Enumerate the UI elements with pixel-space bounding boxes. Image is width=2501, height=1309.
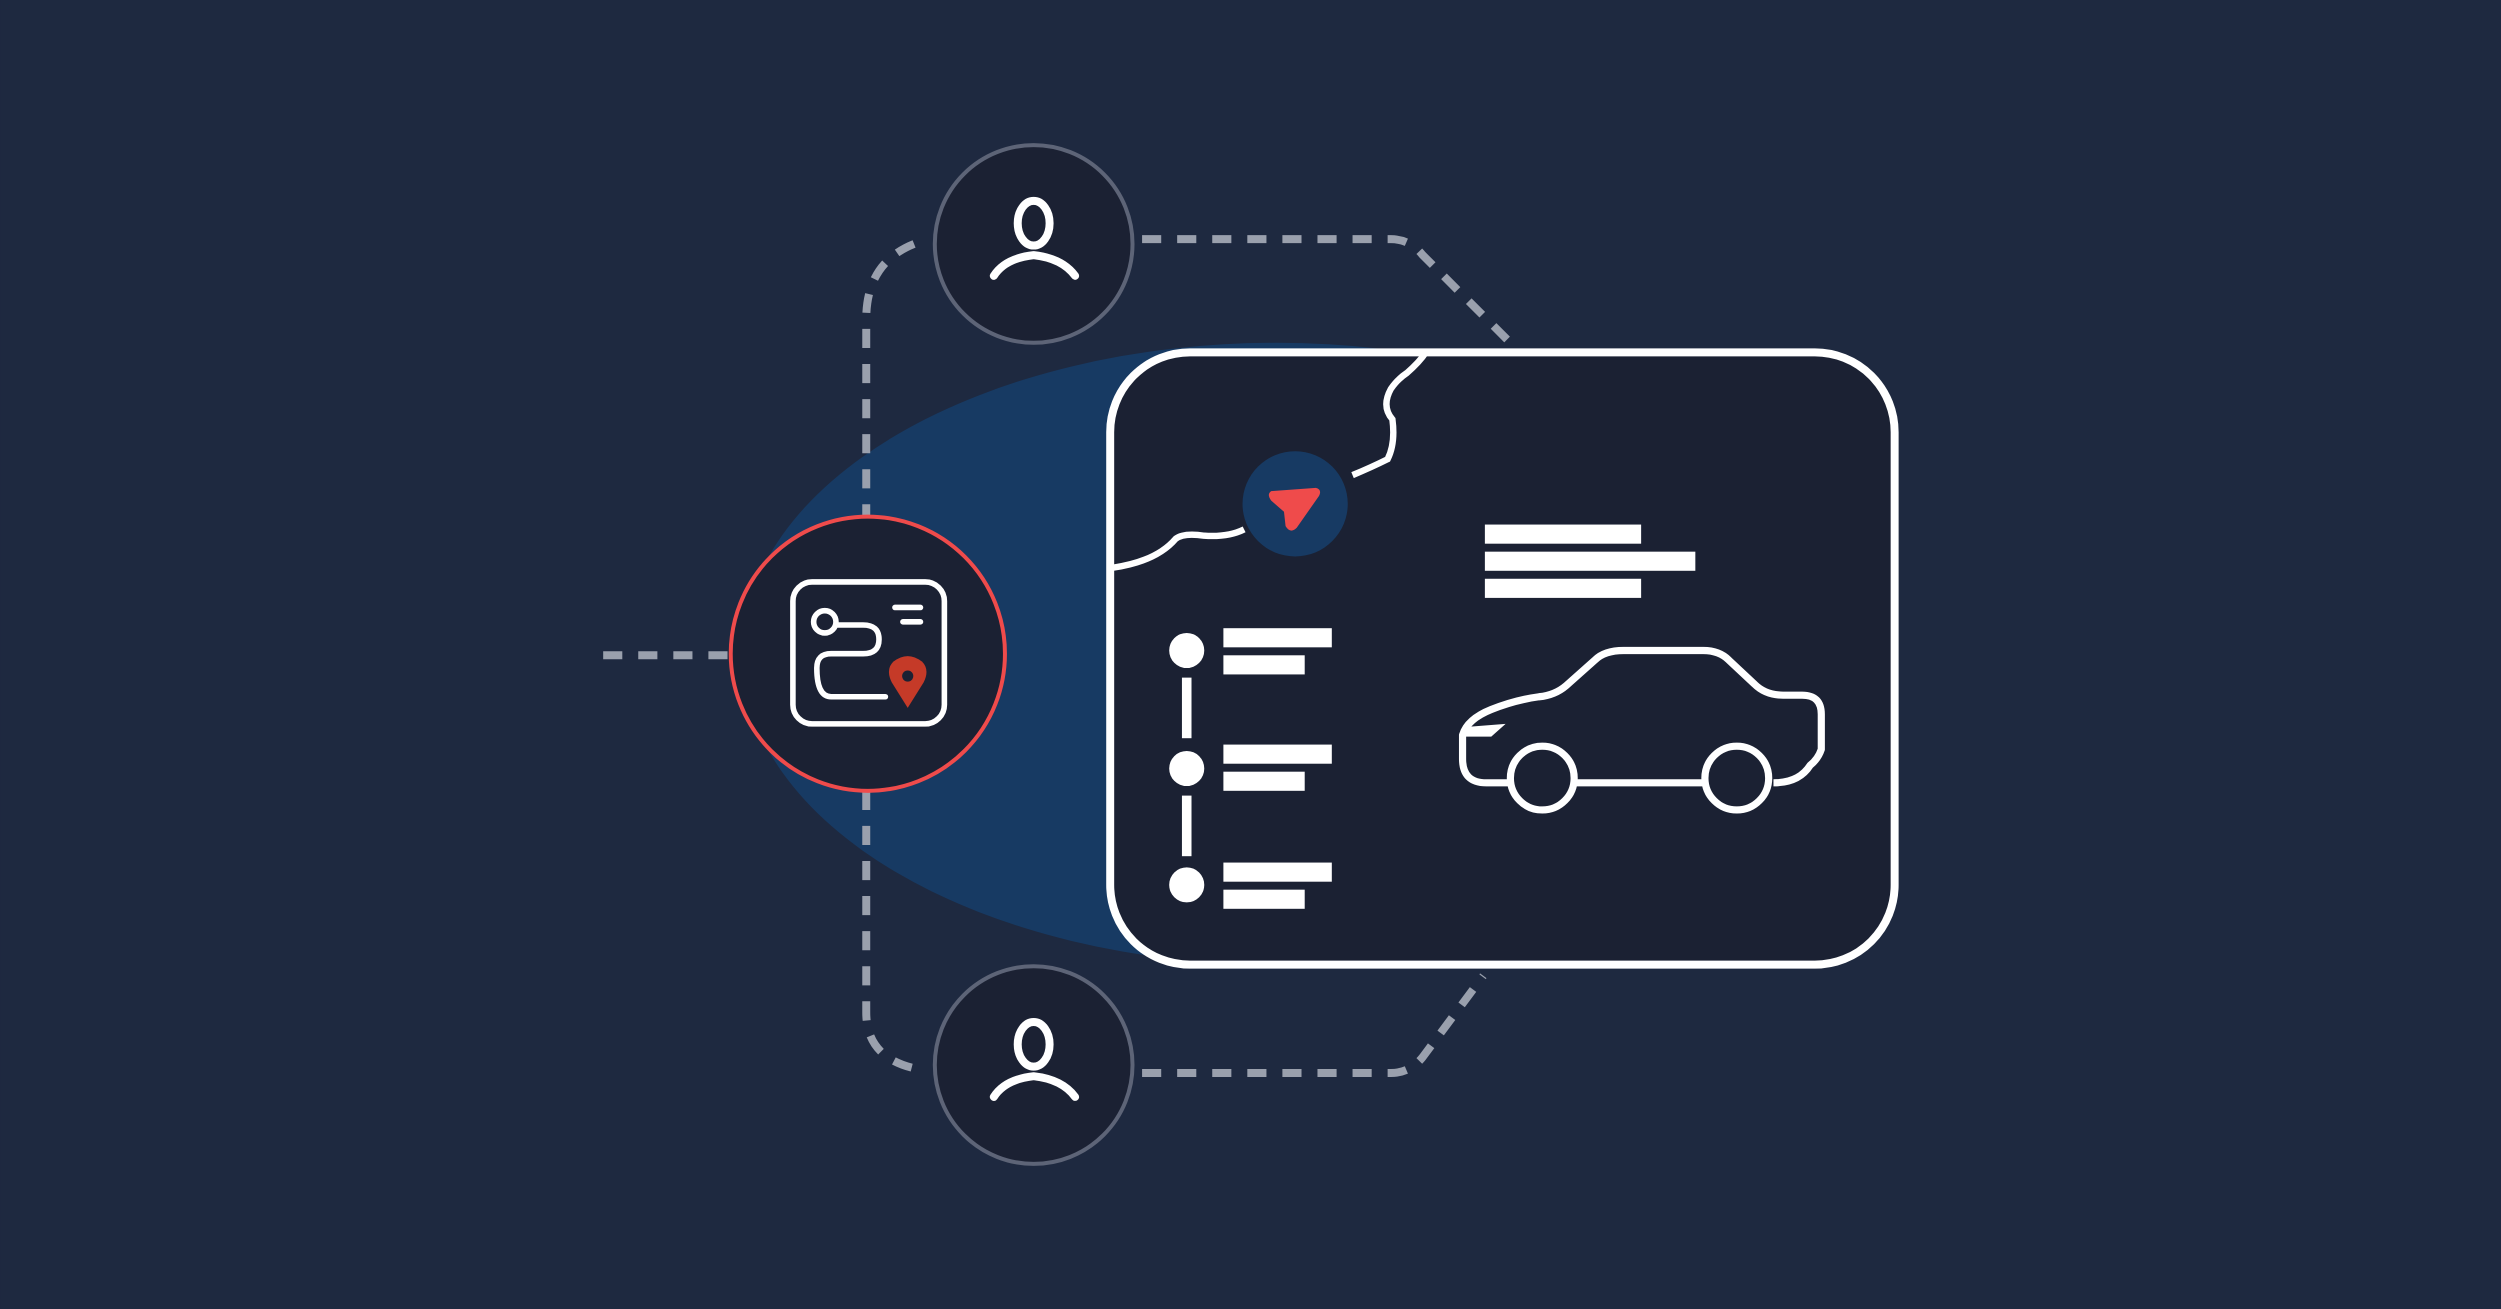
connector-top-left — [862, 240, 916, 520]
route-map-icon — [790, 579, 948, 727]
user-node-top — [932, 143, 1135, 345]
user-icon — [989, 196, 1080, 280]
map-route — [1112, 350, 1429, 571]
detail-text-bars — [1484, 524, 1696, 598]
location-pin-icon — [888, 656, 927, 708]
car-headlight — [1465, 723, 1506, 737]
connector-lines — [603, 235, 1522, 1078]
connector-bottom-right — [1142, 973, 1487, 1078]
connector-bottom-left — [862, 790, 916, 1073]
car-icon — [1458, 646, 1825, 814]
timeline-icon — [1169, 628, 1332, 909]
trip-card — [1106, 348, 1899, 969]
connector-top-right — [1142, 235, 1522, 354]
route-hub-node — [728, 514, 1007, 793]
navigation-arrow-icon — [1268, 487, 1321, 531]
user-icon — [989, 1018, 1080, 1101]
user-node-bottom — [932, 964, 1135, 1166]
